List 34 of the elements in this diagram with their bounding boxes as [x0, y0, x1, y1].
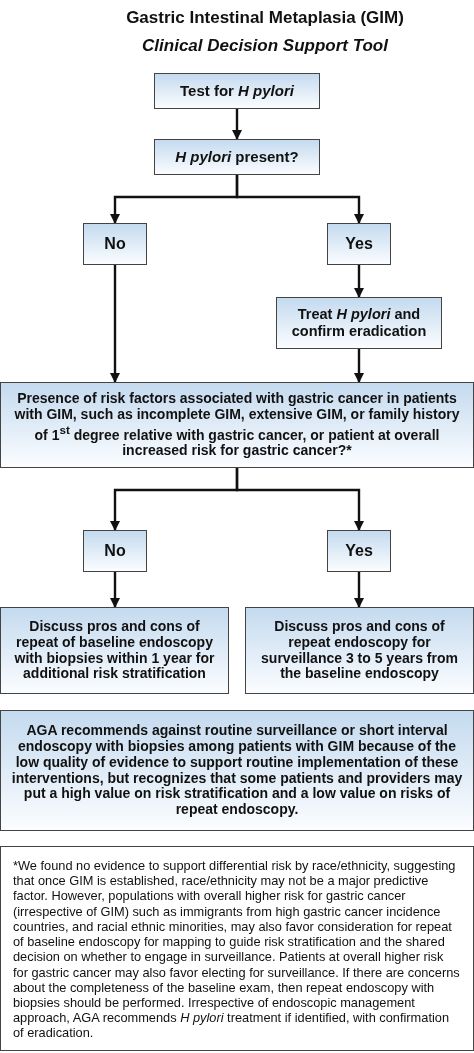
decision-box — [154, 139, 320, 175]
recommendation-box — [0, 710, 474, 831]
arrow — [235, 468, 365, 531]
arrow — [109, 572, 121, 608]
arrow — [109, 265, 121, 383]
box-text: Discuss pros and cons of repeat endoscopy for surveillance 3 to 5 years from the baseline endoscopy — [260, 618, 459, 683]
answer-box — [327, 223, 391, 265]
answer-box — [83, 530, 147, 572]
arrow — [231, 109, 243, 140]
process-box — [276, 297, 442, 349]
recommendation-box — [0, 607, 229, 694]
arrow — [353, 572, 365, 608]
answer-box — [83, 223, 147, 265]
diagram-subtitle: Clinical Decision Support Tool — [141, 36, 390, 56]
box-text: Test for H pylori — [180, 82, 294, 100]
recommendation-box — [245, 607, 474, 694]
arrow — [235, 175, 365, 224]
box-text: Yes — [345, 234, 373, 254]
box-text: No — [104, 541, 126, 561]
arrow — [353, 349, 365, 383]
box-text: Treat H pylori and confirm eradication — [290, 306, 428, 340]
box-text: H pylori present? — [175, 148, 299, 166]
process-box — [154, 73, 320, 109]
box-text: AGA recommends against routine surveillance or short interval endoscopy with biopsies among patients with GIM because of the low quality of evidence to support routine implementation of these interventions, but recognizes that some patients and providers may put a high value on risk stratification and a low value on risks of repeat endoscopy. — [10, 722, 464, 819]
footnote-text: *We found no evidence to support differential risk by race/ethnicity, suggesting that once GIM is established, race/ethnicity may not be a major predictive factor. However, populations with overall higher risk for gastric cancer (irrespective of GIM) such as immigrants from high gastric cancer incidence countries, and racial ethnic minorities, may also favor consideration for repeat of baseline endoscopy for mapping to guide risk stratification and the shared decision on whether to engage in surveillance. Patients at overall higher risk for gastric cancer may also favor electing for surveillance. If there are concerns about the completeness of the baseline exam, then repeat endoscopy with biopsies should be performed. Irrespective of endoscopic management approach, AGA recommends H pylori treatment if identified, with confirmation of eradication. — [13, 858, 461, 1041]
arrow — [353, 265, 365, 298]
diagram-title: Gastric Intestinal Metaplasia (GIM) — [125, 8, 405, 28]
answer-box — [327, 530, 391, 572]
box-text: Yes — [345, 541, 373, 561]
box-text: No — [104, 234, 126, 254]
footnote-box — [0, 846, 474, 1051]
decision-box — [0, 382, 474, 468]
box-text: Discuss pros and cons of repeat of baseline endoscopy with biopsies within 1 year for additional risk stratification — [13, 618, 216, 683]
box-text: Presence of risk factors associated with gastric cancer in patients with GIM, such as incomplete GIM, extensive GIM, or family history of 1$^{st}$ degree relative with gastric cancer, or patient at overall increased risk for gastric cancer?* — [13, 390, 461, 460]
